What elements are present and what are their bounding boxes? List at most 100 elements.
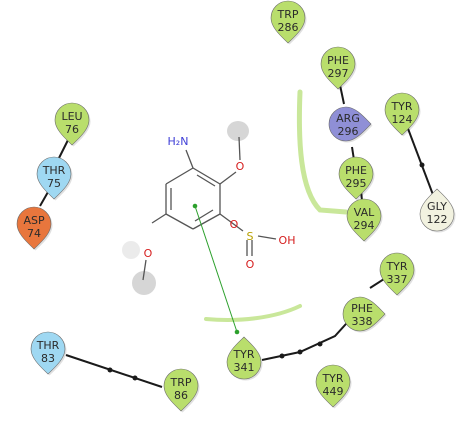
residue-marker [346, 198, 382, 242]
ligand-bonds [142, 136, 277, 281]
residue-name: PHE [327, 54, 349, 67]
ring-double-bond [194, 209, 214, 222]
residue-name: TYR [390, 100, 412, 113]
residue-number: 297 [328, 67, 349, 80]
residue-name: ARG [336, 112, 360, 125]
ring-bond [165, 213, 194, 230]
backbone-thr83-trp86 [65, 354, 163, 388]
ring-double-bond [196, 174, 216, 187]
backbone-dots [107, 162, 425, 381]
residue-number: 296 [338, 125, 359, 138]
residue-marker [226, 336, 262, 380]
pi-stacking-contact [192, 203, 240, 335]
residue-name: TYR [232, 348, 254, 361]
methoxy-bottom-bond [142, 259, 147, 281]
ring-bond [192, 213, 221, 230]
residue-name: VAL [354, 206, 375, 219]
residue-number: 295 [346, 177, 367, 190]
residue-marker [338, 156, 374, 200]
residue-number: 341 [234, 361, 255, 374]
backbone-dot [317, 341, 323, 347]
solvent-halo-top [227, 121, 249, 141]
amine-bond [185, 149, 194, 169]
residue-number: 76 [65, 123, 79, 136]
residue-name: THR [42, 164, 66, 177]
backbone-thr75-asp74 [39, 191, 49, 207]
methoxy-bottom-oxygen: O [144, 247, 153, 260]
residue-name: TRP [277, 8, 299, 21]
residues: TRP286PHE297ARG296TYR124PHE295VAL294GLY1… [16, 0, 456, 413]
residue-name: TRP [170, 376, 192, 389]
backbone-dot [107, 367, 113, 373]
residue-number: 74 [27, 227, 41, 240]
residue-number: 294 [354, 219, 375, 232]
residue-marker [163, 368, 199, 412]
residue-number: 122 [427, 213, 448, 226]
methoxy-top-bond [219, 171, 237, 185]
sulfonyl-bond [219, 213, 244, 232]
backbone-tyr341-phe338-tyr337 [261, 313, 356, 361]
residue-marker [328, 106, 372, 142]
residue-number: 337 [387, 273, 408, 286]
backbone-dot [297, 349, 303, 355]
residue-marker [342, 296, 386, 332]
pocket-outline [204, 89, 349, 322]
residue-name: PHE [345, 164, 367, 177]
sulfur-label: S [247, 230, 254, 243]
residue-number: 449 [323, 385, 344, 398]
sulfonyl-oh-bond [257, 235, 277, 240]
solvent-halo-left [122, 241, 140, 259]
pi-contact-residue-end [234, 329, 240, 335]
methoxy-top-oxygen: O [236, 160, 245, 173]
pi-contact-line [194, 205, 238, 333]
residue-name: PHE [351, 302, 373, 315]
residue-number: 338 [352, 315, 373, 328]
backbone-dot [419, 162, 425, 168]
backbone-dot [132, 375, 138, 381]
pocket-outline-right [296, 89, 349, 215]
residue-number: 124 [392, 113, 413, 126]
ligand: H₂N O O S O O OH [142, 135, 295, 281]
residue-marker [384, 92, 420, 136]
residue-marker [320, 46, 356, 90]
pocket-outline-bottom [204, 304, 302, 322]
residue-marker [315, 364, 351, 408]
residue-marker [16, 206, 52, 250]
sulfonyl-oxygen-label: O [246, 258, 255, 271]
residue-number: 86 [174, 389, 188, 402]
methoxy-bottom-bond [151, 213, 167, 224]
backbone-phe338-tyr337 [369, 278, 385, 289]
backbone-dot [279, 353, 285, 359]
residue-name: TYR [321, 372, 343, 385]
residue-marker [30, 331, 66, 375]
solvent-halo-bottom [132, 271, 156, 295]
residue-marker [270, 0, 306, 44]
residue-name: ASP [23, 214, 45, 227]
ring-bond [165, 167, 194, 185]
backbone-leu76-thr75 [58, 137, 70, 159]
residue-marker [54, 102, 90, 146]
pi-contact-ring-centroid [192, 203, 198, 209]
residue-number: 286 [278, 21, 299, 34]
backbone-phe297-arg296 [339, 84, 345, 105]
residue-number: 83 [41, 352, 55, 365]
sulfonyl-oxygen-label-top: O [230, 218, 239, 231]
residue-name: THR [36, 339, 60, 352]
